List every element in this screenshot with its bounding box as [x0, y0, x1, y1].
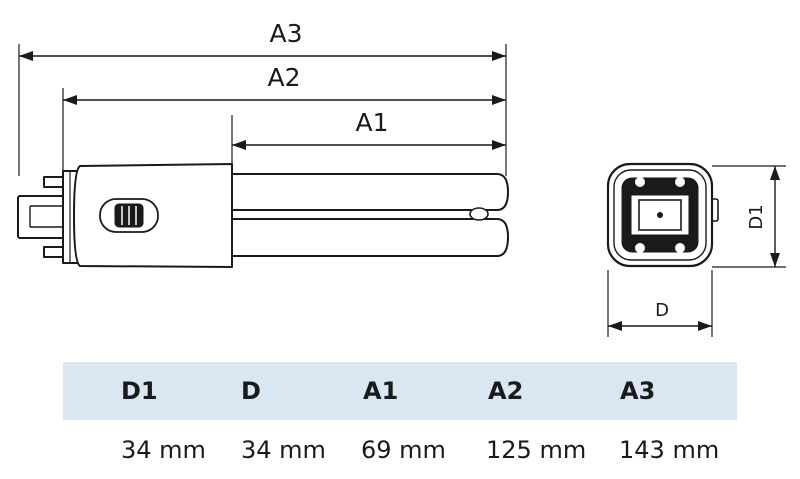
header-d: D [241, 377, 261, 405]
a1-label: A1 [355, 108, 388, 137]
value-a1: 69 mm [361, 436, 446, 464]
a3-label: A3 [269, 19, 302, 48]
d1-label: D1 [746, 204, 767, 229]
value-a2: 125 mm [486, 436, 587, 464]
value-d1: 34 mm [121, 436, 206, 464]
lamp-dimension-drawing: A3 A2 A1 [17, 19, 786, 337]
extension-lines [18, 44, 507, 176]
spec-table: D1 D A1 A2 A3 34 mm 34 mm 69 mm 125 mm 1… [63, 362, 737, 464]
value-a3: 143 mm [619, 436, 720, 464]
d-label: D [655, 300, 669, 321]
lamp-side-view [17, 163, 509, 268]
header-a3: A3 [620, 377, 656, 405]
a2-label: A2 [267, 63, 300, 92]
header-a2: A2 [488, 377, 524, 405]
value-d: 34 mm [241, 436, 326, 464]
lamp-end-view [606, 162, 719, 268]
spec-table-header: D1 D A1 A2 A3 [63, 362, 737, 420]
header-a1: A1 [363, 377, 399, 405]
header-d1: D1 [121, 377, 158, 405]
